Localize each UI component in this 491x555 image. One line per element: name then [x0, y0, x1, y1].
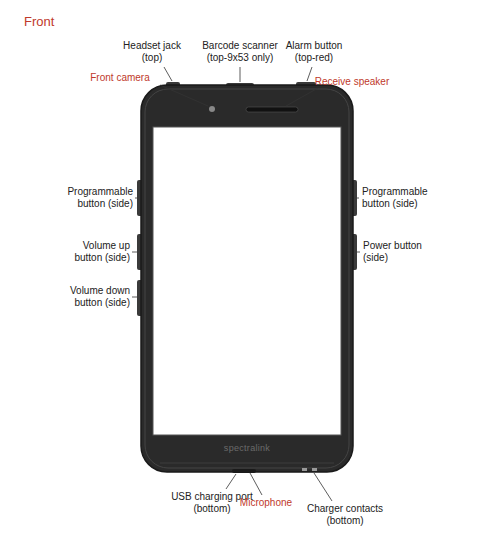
brand-logo: spectralink [207, 443, 287, 454]
part-label: Programmable button (side) [362, 186, 442, 210]
phone-bezel [145, 89, 349, 468]
part-label: Headset jack (top) [116, 40, 188, 64]
part-label: Volume down button (side) [58, 285, 130, 309]
charger-contacts [302, 468, 317, 471]
receive-speaker [246, 107, 298, 112]
front-camera [209, 106, 215, 112]
part-label: Programmable button (side) [53, 186, 133, 210]
view-title: Front [24, 14, 54, 29]
part-label: Front camera [80, 72, 160, 84]
usb-port [232, 469, 256, 473]
bottom-seam [160, 463, 334, 464]
part-label: Volume up button (side) [58, 240, 130, 264]
screen [153, 127, 341, 435]
part-label: Microphone [231, 497, 301, 509]
phone-body [141, 85, 353, 472]
part-label: Barcode scanner (top-9x53 only) [194, 40, 286, 64]
part-label: Alarm button (top-red) [278, 40, 350, 64]
part-label: Charger contacts (bottom) [301, 503, 389, 527]
part-label: Receive speaker [307, 76, 397, 88]
part-label: Power button (side) [363, 240, 433, 264]
leader-lines [132, 67, 360, 501]
